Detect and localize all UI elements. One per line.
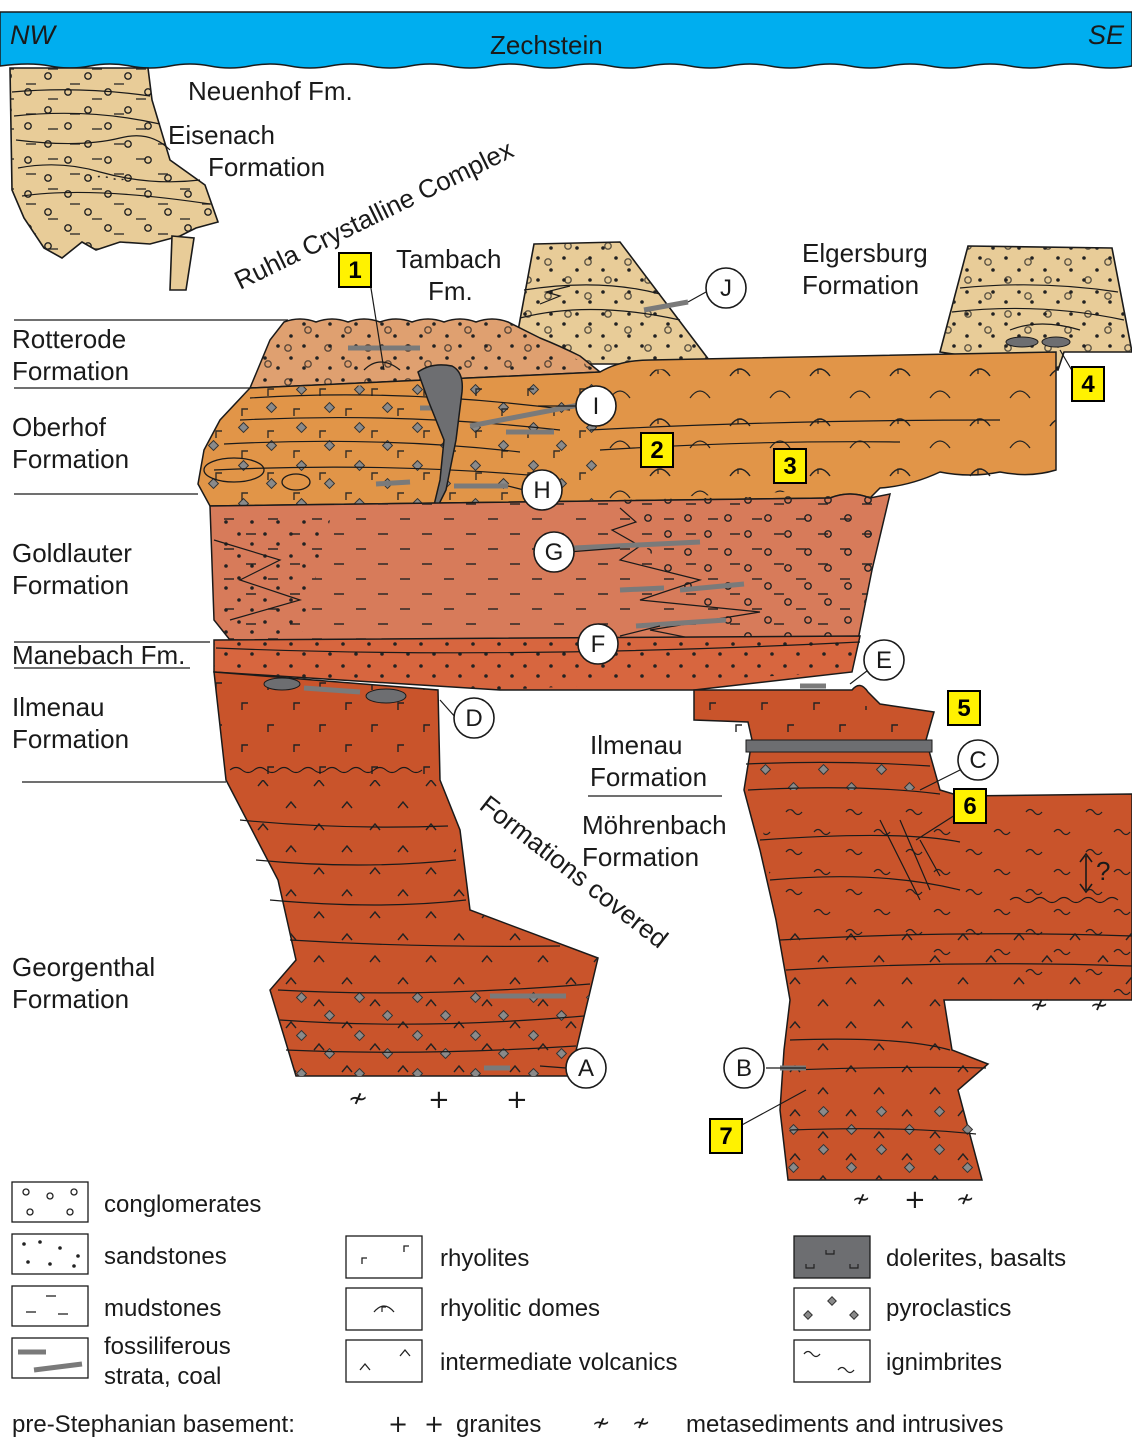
circle-marker-label-a: A — [578, 1055, 594, 1082]
elgersburg-label-2: Formation — [802, 270, 919, 300]
legend-swatch-pyroclastics — [794, 1288, 870, 1330]
ilmenau-east-label-1: Ilmenau — [590, 730, 683, 760]
legend-label-fossil-1: fossiliferous — [104, 1333, 231, 1360]
legend-swatch-rhyolites — [346, 1236, 422, 1278]
ilmenau-west-label-1: Ilmenau — [12, 692, 105, 722]
oberhof-label-2: Formation — [12, 444, 129, 474]
numbered-box-label-3: 3 — [783, 453, 796, 480]
circle-marker-label-i: I — [593, 393, 600, 420]
legend-swatch-conglomerates — [12, 1182, 88, 1222]
goldlauter-unit — [210, 494, 890, 652]
zechstein-label: Zechstein — [490, 30, 603, 60]
moehrenbach-label-1: Möhrenbach — [582, 810, 727, 840]
metasediment-symbol-east-1: ≁ — [1030, 993, 1048, 1018]
legend-basement-title: pre-Stephanian basement: — [12, 1411, 295, 1438]
numbered-box-label-4: 4 — [1081, 371, 1095, 398]
tambach-label-2: Fm. — [428, 276, 473, 306]
goldlauter-label-2: Formation — [12, 570, 129, 600]
legend-metasediment-symbol-1: ≁ — [592, 1411, 610, 1436]
oberhof-label-1: Oberhof — [12, 412, 107, 442]
numbered-box-label-2: 2 — [650, 437, 663, 464]
moehrenbach-label-2: Formation — [582, 842, 699, 872]
legend-label-intermediate: intermediate volcanics — [440, 1349, 677, 1376]
legend-swatch-dolerites — [794, 1236, 870, 1278]
granite-symbol-west-1: + — [428, 1085, 450, 1115]
legend-swatch-mudstones — [12, 1286, 88, 1326]
legend-granite-symbol-2: + — [424, 1410, 444, 1438]
neuenhof-label: Neuenhof Fm. — [188, 76, 353, 106]
legend-label-sandstones: sandstones — [104, 1243, 227, 1270]
legend-label-granites: granites — [456, 1411, 541, 1438]
manebach-label: Manebach Fm. — [12, 640, 185, 670]
legend-swatch-ignimbrites — [794, 1340, 870, 1382]
rotterode-label-1: Rotterode — [12, 324, 126, 354]
legend-label-dolerites: dolerites, basalts — [886, 1245, 1066, 1272]
se-direction-label: SE — [1088, 20, 1125, 50]
granite-symbol-east: + — [904, 1185, 926, 1215]
eisenach-label-2: Formation — [208, 152, 325, 182]
elgersburg-block — [940, 246, 1132, 370]
circle-marker-label-h: H — [533, 477, 550, 504]
circle-marker-label-d: D — [465, 705, 482, 732]
legend-label-rhyolites: rhyolites — [440, 1245, 529, 1272]
elgersburg-label-1: Elgersburg — [802, 238, 928, 268]
eisenach-block — [10, 68, 218, 290]
goldlauter-label-1: Goldlauter — [12, 538, 132, 568]
eisenach-label-1: Eisenach — [168, 120, 275, 150]
numbered-box-label-5: 5 — [957, 695, 970, 722]
legend: conglomerates sandstones mudstones fossi… — [12, 1182, 1066, 1438]
granite-symbol-west-2: + — [506, 1085, 528, 1115]
metasediment-symbol-east-3: ≁ — [852, 1187, 870, 1212]
circle-marker-label-f: F — [591, 631, 606, 658]
metasediment-symbol-east-4: ≁ — [956, 1187, 974, 1212]
western-column — [214, 672, 598, 1076]
legend-label-ignimbrites: ignimbrites — [886, 1349, 1002, 1376]
legend-swatch-fossil — [12, 1338, 88, 1378]
rotterode-label-2: Formation — [12, 356, 129, 386]
legend-label-domes: rhyolitic domes — [440, 1295, 600, 1322]
nw-direction-label: NW — [10, 20, 57, 50]
numbered-box-label-1: 1 — [348, 257, 361, 284]
legend-swatch-sandstones — [12, 1234, 88, 1274]
legend-label-pyroclastics: pyroclastics — [886, 1295, 1011, 1322]
legend-label-conglomerates: conglomerates — [104, 1191, 261, 1218]
legend-label-metasediments: metasediments and intrusives — [686, 1411, 1003, 1438]
legend-granite-symbol-1: + — [388, 1410, 408, 1438]
georgenthal-label-2: Formation — [12, 984, 129, 1014]
legend-metasediment-symbol-2: ≁ — [632, 1411, 650, 1436]
ilmenau-east-label-2: Formation — [590, 762, 707, 792]
numbered-box-label-7: 7 — [719, 1123, 732, 1150]
circle-marker-label-g: G — [545, 539, 564, 566]
metasediment-symbol-west: ≁ — [348, 1084, 368, 1112]
legend-label-mudstones: mudstones — [104, 1295, 221, 1322]
circle-marker-label-c: C — [969, 747, 986, 774]
legend-label-fossil-2: strata, coal — [104, 1363, 221, 1390]
legend-swatch-intermediate — [346, 1340, 422, 1382]
legend-swatch-domes — [346, 1288, 422, 1330]
eastern-column — [694, 685, 1132, 1180]
circle-marker-label-j: J — [720, 275, 732, 302]
circle-marker-label-e: E — [876, 647, 892, 674]
uncertainty-question: ? — [1096, 856, 1110, 886]
georgenthal-label-1: Georgenthal — [12, 952, 155, 982]
tambach-label-1: Tambach — [396, 244, 502, 274]
circle-marker-label-b: B — [736, 1055, 752, 1082]
metasediment-symbol-east-2: ≁ — [1090, 993, 1108, 1018]
ilmenau-west-label-2: Formation — [12, 724, 129, 754]
numbered-box-label-6: 6 — [963, 793, 976, 820]
